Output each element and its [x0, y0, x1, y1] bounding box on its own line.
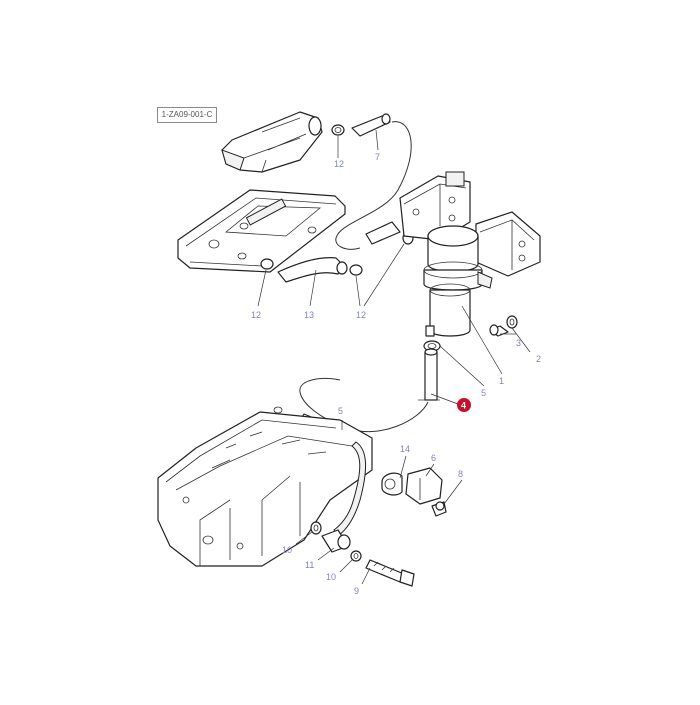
- breather-hose-top: [351, 113, 391, 137]
- callout-1: 1: [499, 376, 504, 386]
- hose-clamp-mid: [349, 264, 363, 276]
- oil-pan: [157, 406, 373, 567]
- hose-clamp-top: [331, 124, 345, 136]
- bolt-3: [489, 324, 509, 337]
- callout-10-upper: 10: [282, 545, 292, 555]
- callout-4: 4: [461, 401, 466, 411]
- callout-5-mid: 5: [338, 406, 343, 416]
- callout-12-top: 12: [334, 159, 344, 169]
- oil-separator: [423, 225, 493, 337]
- clip-14: [381, 472, 403, 496]
- breather-pipe-4: [424, 348, 438, 401]
- callout-11: 11: [305, 560, 314, 570]
- callout-12-left: 12: [251, 310, 261, 320]
- reference-code-label: 1-ZA09-001-C: [157, 107, 217, 123]
- callout-6: 6: [431, 453, 436, 463]
- breather-hose-13: [277, 257, 348, 283]
- callout-13: 13: [304, 310, 314, 320]
- callout-3: 3: [516, 338, 521, 348]
- side-bracket: [475, 211, 541, 277]
- mounting-bracket: [399, 171, 471, 241]
- sleeve-11: [321, 529, 351, 553]
- breather-pipe-routing-lower: [299, 378, 429, 433]
- bolt-9: [365, 559, 415, 587]
- callout-4-highlight: 4: [457, 398, 471, 412]
- callout-numbers: 12 7 12 13 12 3 2 1 5 5 14 6 8 10 11 10 …: [251, 152, 541, 596]
- intake-elbow: [221, 111, 323, 173]
- callout-2: 2: [536, 354, 541, 364]
- washer-2: [506, 315, 518, 329]
- callout-10-lower: 10: [326, 572, 336, 582]
- callout-5-right: 5: [481, 388, 486, 398]
- hose-clamp-left: [260, 258, 274, 270]
- callout-14: 14: [400, 444, 410, 454]
- highlight-marker: [457, 398, 471, 412]
- callout-8: 8: [458, 469, 463, 479]
- leader-lines: [257, 129, 531, 585]
- bolt-8: [431, 501, 447, 517]
- washer-10-upper: [310, 521, 322, 535]
- callout-12-mid: 12: [356, 310, 366, 320]
- small-hose-upper: [365, 221, 401, 245]
- bracket-6: [405, 467, 443, 505]
- callout-7: 7: [375, 152, 380, 162]
- valve-cover: [177, 189, 346, 273]
- breather-pipe-routing-upper: [335, 121, 412, 250]
- washer-10-lower: [350, 550, 362, 562]
- callout-9: 9: [354, 586, 359, 596]
